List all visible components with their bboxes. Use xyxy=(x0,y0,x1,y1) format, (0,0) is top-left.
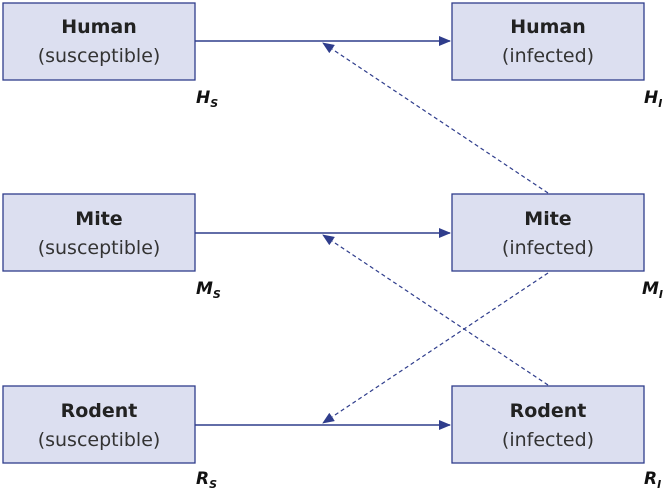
symbol-letter: H xyxy=(644,88,658,108)
node-title: Mite xyxy=(75,208,122,230)
node-subtitle: (infected) xyxy=(502,237,594,259)
node-rodent-infected: Rodent (infected) xyxy=(451,385,645,464)
symbol-letter: H xyxy=(196,88,210,108)
node-title: Human xyxy=(61,16,137,38)
node-subtitle: (infected) xyxy=(502,429,594,451)
symbol-subscript: I xyxy=(659,288,663,301)
symbol-ms: MS xyxy=(196,279,221,301)
symbol-rs: RS xyxy=(196,469,217,491)
symbol-subscript: S xyxy=(213,288,221,301)
node-rodent-susceptible: Rodent (susceptible) xyxy=(2,385,196,464)
node-human-infected: Human (infected) xyxy=(451,2,645,81)
node-subtitle: (susceptible) xyxy=(38,429,161,451)
symbol-subscript: S xyxy=(210,97,218,110)
symbol-letter: R xyxy=(196,469,209,489)
symbol-hs: HS xyxy=(196,88,218,110)
edge-mi-to-human-transmission xyxy=(322,42,549,194)
edge-ri-to-mite-transmission xyxy=(322,234,549,386)
symbol-letter: M xyxy=(196,279,213,299)
node-title: Human xyxy=(510,16,586,38)
node-title: Rodent xyxy=(510,400,587,422)
node-mite-susceptible: Mite (susceptible) xyxy=(2,193,196,272)
symbol-hi: HI xyxy=(644,88,662,110)
symbol-mi: MI xyxy=(642,279,663,301)
symbol-letter: R xyxy=(644,469,657,489)
edge-mi-to-rodent-transmission xyxy=(322,272,549,424)
symbol-ri: RI xyxy=(644,469,661,491)
node-title: Mite xyxy=(524,208,571,230)
symbol-letter: M xyxy=(642,279,659,299)
symbol-subscript: S xyxy=(209,478,217,491)
node-subtitle: (infected) xyxy=(502,45,594,67)
node-mite-infected: Mite (infected) xyxy=(451,193,645,272)
symbol-subscript: I xyxy=(657,478,661,491)
node-subtitle: (susceptible) xyxy=(38,45,161,67)
node-human-susceptible: Human (susceptible) xyxy=(2,2,196,81)
node-title: Rodent xyxy=(61,400,138,422)
symbol-subscript: I xyxy=(658,97,662,110)
node-subtitle: (susceptible) xyxy=(38,237,161,259)
